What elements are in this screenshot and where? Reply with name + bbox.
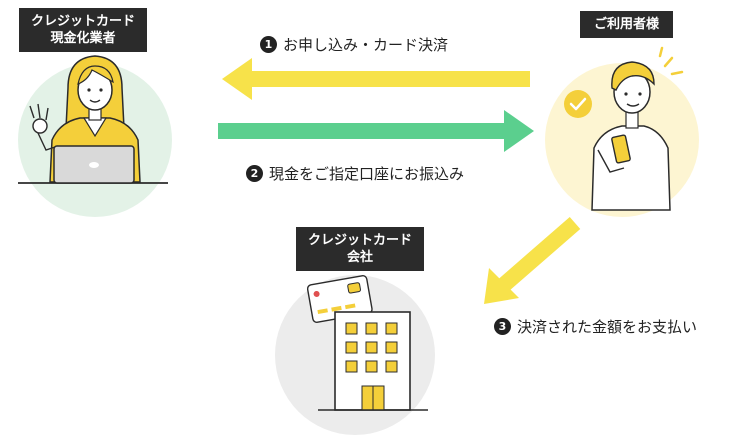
arrow-step-3	[484, 216, 581, 304]
step-3-number: 3	[494, 318, 511, 335]
woman-laptop-icon	[18, 55, 168, 184]
step-1-label: 1 お申し込み・カード決済	[260, 34, 448, 55]
arrow-step-2	[218, 110, 534, 152]
step-3-label: 3 決済された金額をお支払い	[494, 316, 697, 337]
user-label: ご利用者様	[580, 11, 673, 38]
step-2-text: 現金をご指定口座にお振込み	[269, 165, 465, 183]
company-label: クレジットカード 会社	[296, 227, 424, 271]
building-card-icon	[306, 275, 428, 411]
step-1-text: お申し込み・カード決済	[283, 36, 449, 54]
man-smartphone-icon	[564, 46, 684, 211]
arrow-step-1	[222, 58, 530, 100]
step-2-number: 2	[246, 165, 263, 182]
step-2-label: 2 現金をご指定口座にお振込み	[246, 163, 464, 184]
step-1-number: 1	[260, 36, 277, 53]
step-3-text: 決済された金額をお支払い	[517, 318, 698, 336]
merchant-label: クレジットカード 現金化業者	[19, 8, 147, 52]
